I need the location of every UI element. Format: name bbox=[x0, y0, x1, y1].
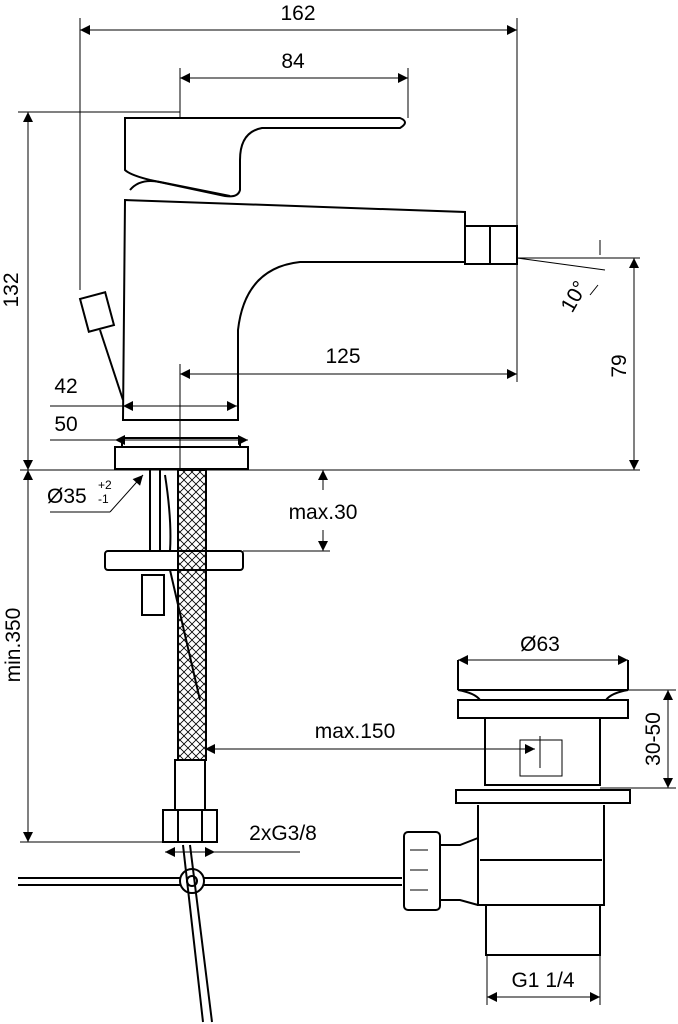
dim-hole-diameter: Ø35 bbox=[47, 485, 87, 508]
mounting-assembly bbox=[18, 469, 402, 1023]
dim-max-rod: max.150 bbox=[315, 720, 396, 743]
dim-height: 132 bbox=[0, 272, 23, 307]
dim-waste-thread: G1 1/4 bbox=[511, 969, 574, 992]
dim-hole-tol-minus: -1 bbox=[98, 492, 109, 506]
dim-base-width-top: 42 bbox=[54, 375, 77, 398]
dim-max-deck: max.30 bbox=[289, 501, 358, 524]
dim-waste-height: 30-50 bbox=[642, 712, 665, 766]
dim-connections: 2xG3/8 bbox=[249, 822, 317, 845]
dim-lever-length: 84 bbox=[281, 50, 305, 73]
dimension-lines bbox=[18, 18, 676, 1005]
dim-overall-width: 162 bbox=[280, 2, 315, 25]
dim-spout-angle: 10° bbox=[556, 277, 592, 316]
braided-hose bbox=[177, 469, 207, 761]
dim-hole-tol-plus: +2 bbox=[98, 478, 112, 492]
dim-base-width: 50 bbox=[54, 413, 77, 436]
dim-spout-height: 79 bbox=[608, 354, 631, 377]
base-plate bbox=[114, 446, 249, 470]
waste-drain bbox=[403, 660, 631, 956]
dim-min-hose: min.350 bbox=[2, 608, 25, 683]
faucet-body bbox=[78, 117, 518, 470]
dim-spout-reach: 125 bbox=[325, 345, 360, 368]
pop-up-knob bbox=[78, 290, 116, 334]
fixing-nut-plate bbox=[104, 550, 244, 571]
dim-waste-diameter: Ø63 bbox=[520, 633, 560, 656]
